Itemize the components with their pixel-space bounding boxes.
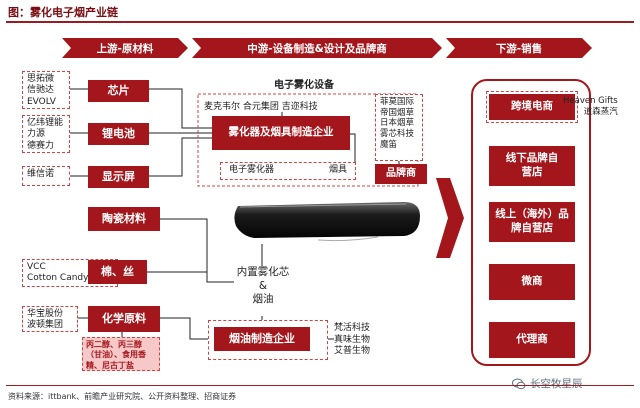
line-ceramic-core: [160, 218, 234, 283]
brand-name: 日本烟草: [380, 118, 415, 129]
eliquid-maker-name: 梵活科技: [334, 323, 371, 333]
channel-label: 线下品牌自营店: [505, 152, 559, 178]
channel-label: 代理商: [516, 333, 548, 346]
core-line2: 烟油: [252, 293, 274, 306]
brand-name: 帝国烟草: [380, 107, 415, 118]
chemical-box: 化学原料: [88, 306, 160, 332]
cross-border-examples: Heaven Gifts 道森蒸汽: [563, 96, 618, 118]
stage-midstream: 中游-设备制造&设计及品牌商: [192, 38, 442, 58]
device-manufacturers: 麦克韦尔 合元集团 吉迩科技: [204, 102, 318, 112]
supplier-name: VCC: [27, 262, 46, 272]
supplier-name: 信驰达: [27, 85, 55, 96]
supplier-name: 德赛力: [27, 140, 55, 151]
supplier-name: Cotton Candy: [27, 273, 89, 284]
figure-title: 图：雾化电子烟产业链: [8, 6, 118, 19]
cotton-box: 棉、丝: [88, 260, 147, 284]
stage-upstream: 上游-原材料: [62, 38, 188, 58]
footer-divider: [6, 385, 634, 386]
wechat-icon: [512, 378, 526, 389]
line-chemical-eliquid: [160, 317, 214, 340]
title-divider: [6, 21, 634, 23]
channel-cross-border: 跨境电商: [486, 91, 578, 123]
brand-name: 魔笛: [380, 139, 398, 150]
hookah-label: 烟具: [328, 165, 347, 176]
chemical-ingredients: 丙二醇、丙三醇（甘油）、食用香精、尼古丁盐: [82, 337, 160, 371]
watermark-text: 长空牧星辰: [530, 378, 583, 390]
supplier-name: EVOLV: [27, 96, 56, 107]
channel-label: 线上（海外）品牌自营店: [495, 208, 569, 234]
stage-downstream: 下游-销售: [446, 38, 592, 58]
supplier-name: 思拓微: [27, 74, 55, 84]
source-note: 资料来源：ittbank、前瞻产业研究院、公开资料整理、招商证券: [8, 392, 237, 401]
chip-suppliers: 思拓微 信驰达 EVOLV: [22, 71, 70, 109]
eliquid-maker-name: 艾普生物: [334, 346, 371, 357]
supplier-name: 维信诺: [27, 169, 55, 179]
chip-box: 芯片: [88, 80, 149, 102]
channel-label: 微商: [521, 275, 543, 288]
supplier-name: 华宝股份: [27, 309, 64, 319]
line-display-maker: [149, 137, 212, 177]
eliquid-maker-box: 烟油制造企业: [214, 327, 310, 351]
core-label: 内置雾化芯 & 烟油: [234, 266, 292, 307]
line-chip-maker: [149, 88, 212, 129]
channel-label: 跨境电商: [511, 100, 553, 113]
watermark: 长空牧星辰: [512, 376, 583, 391]
display-box: 显示屏: [88, 166, 149, 188]
channel-wechat-seller: 微商: [489, 264, 575, 300]
device-section-title: 电子雾化设备: [274, 80, 334, 91]
core-amp: &: [258, 279, 268, 292]
battery-suppliers: 亿纬锂能 力源 德赛力: [22, 115, 70, 153]
core-line1: 内置雾化芯: [236, 266, 290, 278]
chemical-suppliers: 华宝股份 波顿集团: [22, 306, 78, 332]
display-suppliers: 维信诺: [22, 166, 70, 186]
channel-online-store: 线上（海外）品牌自营店: [489, 202, 575, 242]
supplier-name: 力源: [27, 129, 46, 140]
ceramic-box: 陶瓷材料: [88, 207, 160, 231]
atomizer-label: 电子雾化器: [229, 165, 275, 176]
example-name: 道森蒸汽: [583, 107, 618, 118]
atomizer-maker-box: 雾化器及烟具制造企业: [212, 116, 350, 150]
supplier-name: 波顿集团: [27, 320, 64, 331]
example-name: Heaven Gifts: [563, 96, 618, 106]
battery-box: 锂电池: [88, 123, 149, 145]
vape-device-image: [234, 202, 420, 242]
brand-name: 菲莫国际: [380, 97, 415, 107]
brand-name: 雾芯科技: [380, 128, 415, 139]
downstream-frame: [471, 79, 591, 366]
eliquid-maker-name: 真味生物: [334, 334, 371, 345]
channel-offline-store: 线下品牌自营店: [489, 146, 575, 186]
eliquid-makers: 梵活科技 真味生物 艾普生物: [334, 323, 370, 358]
brand-box: 品牌商: [375, 164, 427, 184]
channel-agent: 代理商: [489, 322, 575, 358]
supplier-name: 亿纬锂能: [27, 118, 64, 128]
device-label-bar: 电子雾化器 烟具: [220, 162, 356, 180]
flow-arrow-downstream: [436, 178, 464, 258]
brand-list: 菲莫国际 帝国烟草 日本烟草 雾芯科技 魔笛: [375, 94, 423, 161]
